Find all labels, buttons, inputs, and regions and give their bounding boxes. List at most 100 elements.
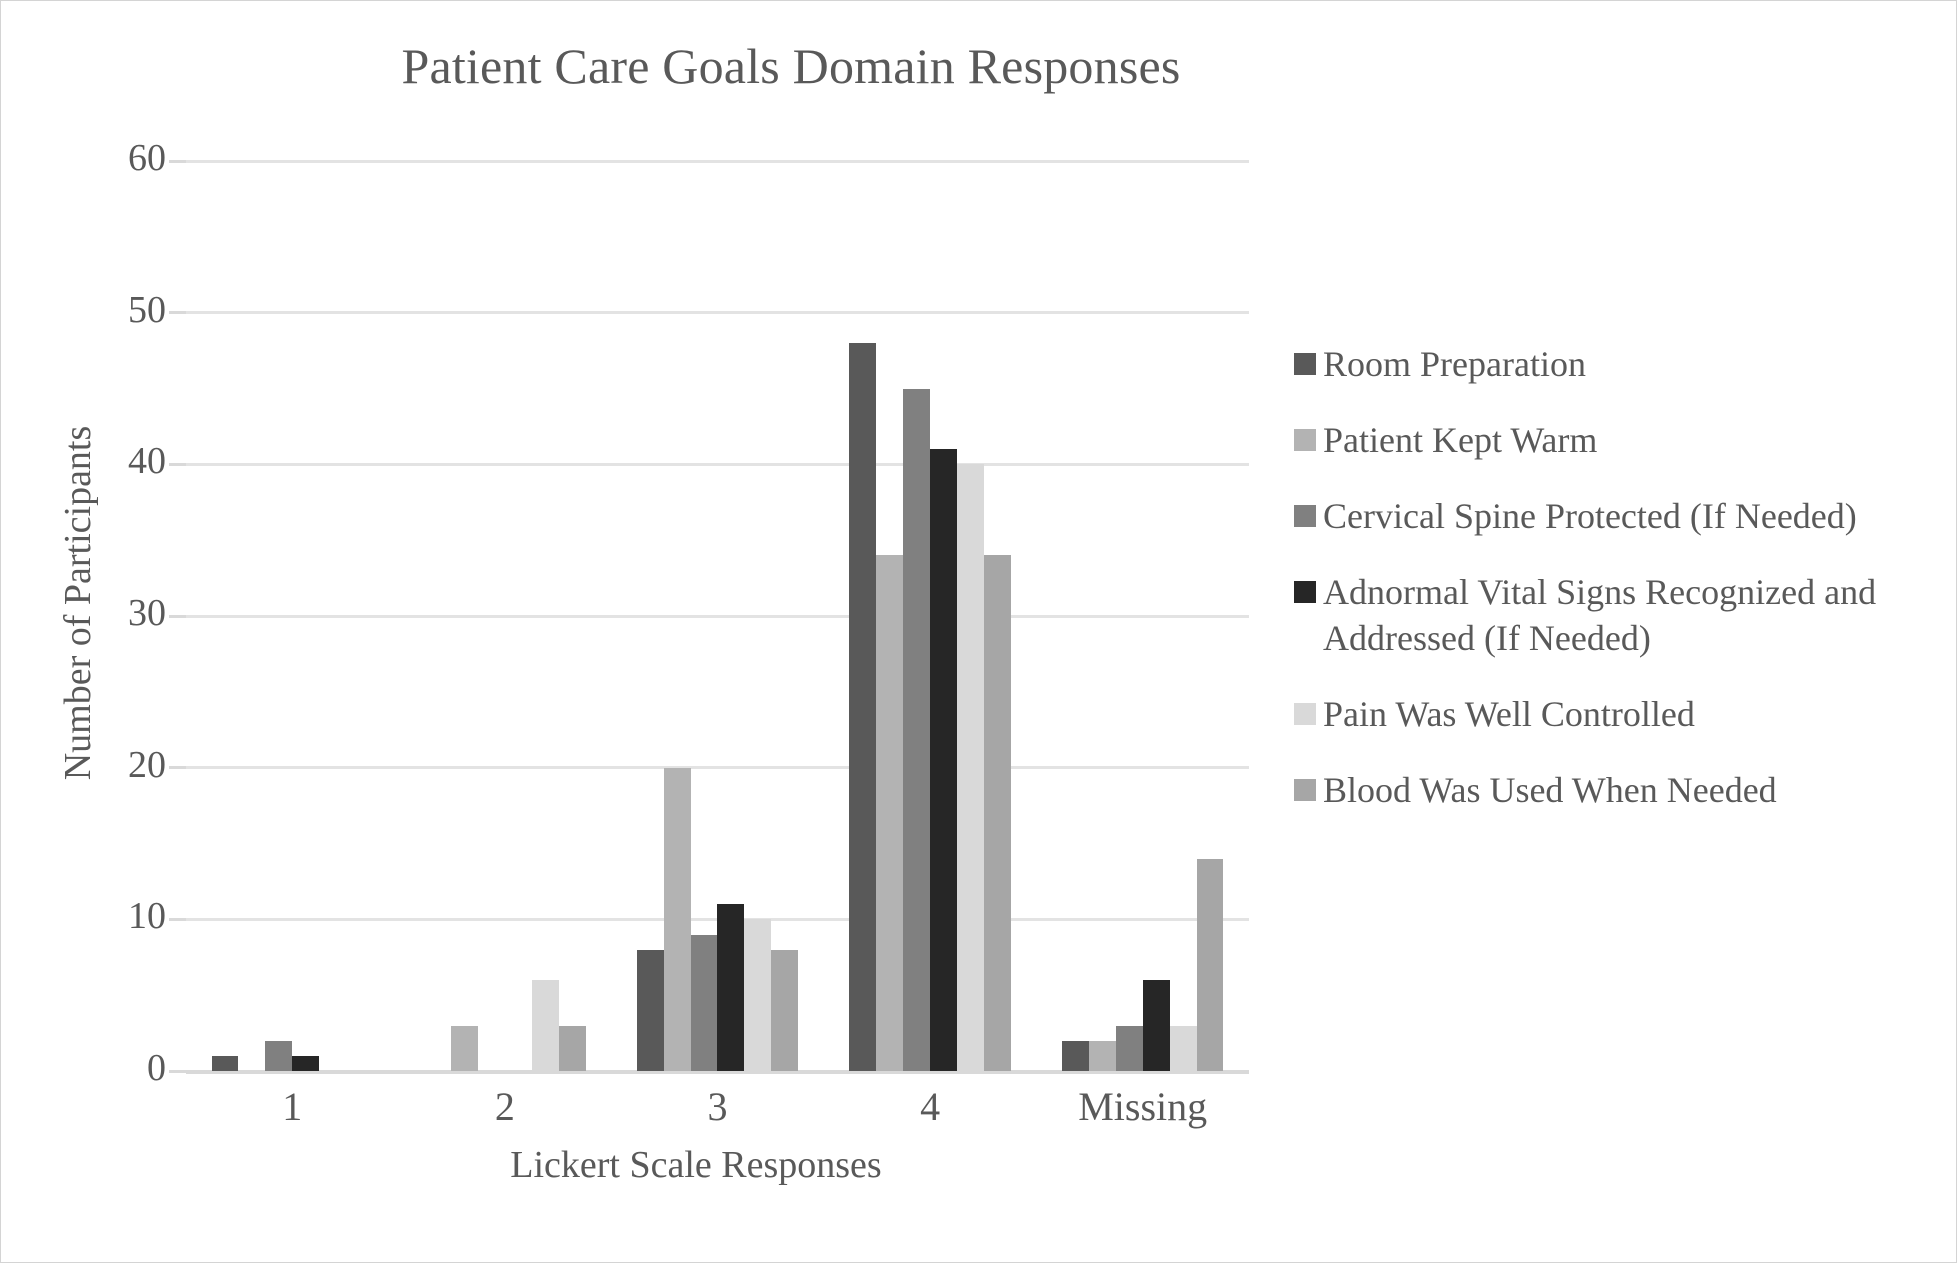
legend-label: Cervical Spine Protected (If Needed) xyxy=(1323,496,1857,537)
legend-swatch-icon xyxy=(1294,353,1316,375)
bar xyxy=(690,934,718,1071)
bar xyxy=(903,388,931,1071)
bar-slot xyxy=(1196,161,1224,1071)
y-tick-label: 0 xyxy=(147,1047,166,1089)
y-tick-mark xyxy=(169,1069,186,1073)
bar xyxy=(292,1055,320,1071)
bar-slot xyxy=(744,161,772,1071)
bar-slot xyxy=(1088,161,1116,1071)
legend-item[interactable]: Cervical Spine Protected (If Needed) xyxy=(1294,493,1934,539)
bar-cluster xyxy=(636,161,799,1071)
legend-label: Pain Was Well Controlled xyxy=(1323,694,1695,735)
bar-slot xyxy=(957,161,984,1071)
bar-slot xyxy=(319,161,346,1071)
legend-item[interactable]: Adnormal Vital Signs Recognized and Addr… xyxy=(1294,569,1934,661)
bar xyxy=(636,949,664,1071)
gridline xyxy=(186,311,1249,315)
gridline xyxy=(186,1069,1249,1074)
bar-slot xyxy=(531,161,559,1071)
legend-label: Patient Kept Warm xyxy=(1323,420,1598,461)
legend-swatch-icon xyxy=(1294,703,1316,726)
bar-slot xyxy=(346,161,373,1071)
bar xyxy=(531,980,559,1071)
y-tick-label: 10 xyxy=(128,895,166,938)
legend-item[interactable]: Patient Kept Warm xyxy=(1294,417,1934,463)
chart-title: Patient Care Goals Domain Responses xyxy=(401,38,1181,94)
x-tick-label: 2 xyxy=(494,1084,515,1129)
bar-cluster xyxy=(424,161,586,1071)
bar-slot xyxy=(663,161,691,1071)
legend-swatch-icon xyxy=(1294,779,1316,802)
bar-slot xyxy=(903,161,931,1071)
bar xyxy=(1169,1025,1197,1071)
y-tick-mark xyxy=(169,311,186,315)
bar xyxy=(771,949,799,1071)
legend-swatch-icon xyxy=(1294,505,1316,528)
bar xyxy=(1196,858,1224,1071)
bar-slot xyxy=(478,161,505,1071)
legend-item[interactable]: Room Preparation xyxy=(1294,341,1934,387)
y-tick-mark xyxy=(169,766,186,770)
bar xyxy=(1142,980,1170,1071)
bar-slot xyxy=(1142,161,1170,1071)
y-tick-mark xyxy=(169,917,186,921)
legend-label: Adnormal Vital Signs Recognized and Addr… xyxy=(1323,572,1877,659)
bar-slot xyxy=(1115,161,1143,1071)
bar-slot xyxy=(558,161,586,1071)
bar-slot xyxy=(983,161,1011,1071)
x-tick-label: 3 xyxy=(707,1084,728,1129)
bar xyxy=(1088,1040,1116,1071)
bar xyxy=(558,1025,586,1071)
bar-slot xyxy=(211,161,239,1071)
bar-slot xyxy=(717,161,745,1071)
bar-slot xyxy=(690,161,718,1071)
bar-cluster xyxy=(1061,161,1224,1071)
y-tick-label: 50 xyxy=(128,288,166,331)
bar xyxy=(1115,1025,1143,1071)
bar xyxy=(930,449,957,1071)
bar-slot xyxy=(424,161,451,1071)
bar-slot xyxy=(876,161,904,1071)
bar-slot xyxy=(1169,161,1197,1071)
bar xyxy=(957,464,984,1071)
bar xyxy=(744,919,772,1071)
legend-label: Blood Was Used When Needed xyxy=(1323,770,1777,811)
x-tick-label: 4 xyxy=(920,1084,941,1129)
y-tick-label: 30 xyxy=(128,592,166,634)
bar-slot xyxy=(636,161,664,1071)
bars-layer xyxy=(186,161,1249,1071)
x-axis-title: Lickert Scale Responses xyxy=(510,1144,882,1186)
y-tick-label: 40 xyxy=(128,440,166,483)
legend-item[interactable]: Pain Was Well Controlled xyxy=(1294,691,1934,737)
bar-slot xyxy=(930,161,957,1071)
y-tick-label: 60 xyxy=(128,137,166,179)
bar xyxy=(876,555,904,1071)
legend-label: Room Preparation xyxy=(1323,344,1586,384)
bar-slot xyxy=(238,161,265,1071)
bar xyxy=(983,555,1011,1071)
bar xyxy=(1061,1040,1089,1071)
bar xyxy=(849,343,877,1071)
bar-slot xyxy=(505,161,532,1071)
plot-area: 0 10 20 30 40 50 60 1 2 3 4 Missing xyxy=(128,139,1249,1129)
y-tick-label: 20 xyxy=(128,743,166,786)
gridline xyxy=(186,159,1249,163)
bar-slot xyxy=(451,161,478,1071)
gridline xyxy=(186,614,1249,618)
y-tick-mark xyxy=(169,614,186,618)
y-tick-mark xyxy=(169,462,186,466)
bar-cluster xyxy=(849,161,1011,1071)
bar xyxy=(211,1055,239,1071)
legend-swatch-icon xyxy=(1294,429,1316,452)
x-tick-label: Missing xyxy=(1078,1084,1208,1129)
bar-slot xyxy=(1061,161,1089,1071)
y-tick-mark xyxy=(169,159,186,163)
bar xyxy=(265,1040,293,1071)
bar xyxy=(717,904,745,1071)
bar-slot xyxy=(265,161,293,1071)
x-tick-label: 1 xyxy=(282,1084,303,1129)
gridline xyxy=(186,766,1249,770)
legend-item[interactable]: Blood Was Used When Needed xyxy=(1294,767,1934,813)
